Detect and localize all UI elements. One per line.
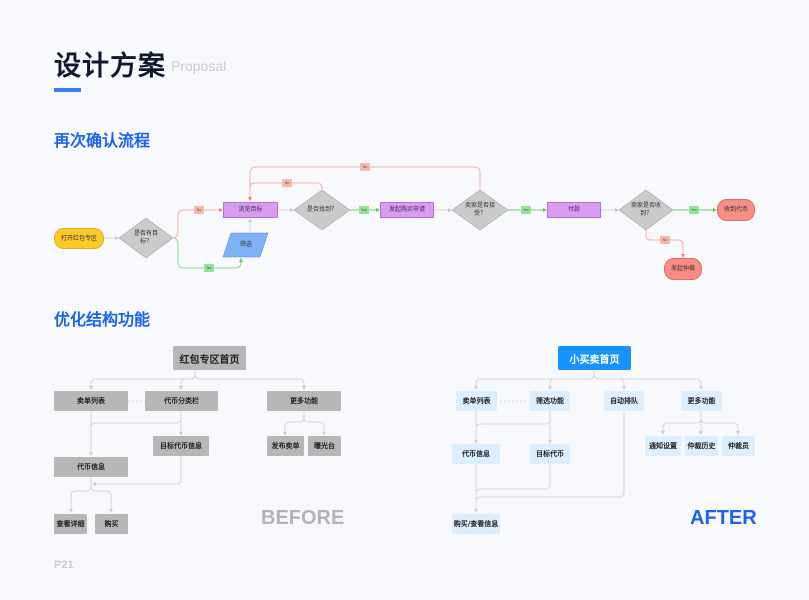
- after-node-filter: 筛选功能: [530, 391, 570, 411]
- flow-decision-seller-received-text: 卖家是否收到？: [628, 201, 664, 219]
- page-subtitle: Proposal: [171, 58, 227, 74]
- decision-seller-accept: [451, 189, 509, 231]
- before-node-token-category: 代币分类栏: [145, 391, 218, 411]
- flow-decision-label: 卖家是否收到？: [631, 202, 662, 217]
- after-root: 小买卖首页: [558, 346, 631, 370]
- flow-decision-has-target-text: 是否有目标？: [126, 229, 166, 247]
- before-node-token-info: 代币信息: [54, 457, 128, 477]
- after-node-buy-view: 购买/查看信息: [452, 514, 500, 534]
- after-node-target-token: 目标代币: [530, 444, 570, 464]
- tree-connector: [700, 417, 740, 435]
- tag-yes: Yes: [204, 264, 214, 272]
- flow-start-label: 打开红包专区: [60, 234, 97, 242]
- flow-decision-found-text: 是否找到？: [302, 202, 342, 218]
- after-node-token-info: 代币信息: [452, 444, 500, 464]
- tree-connector: [90, 485, 113, 513]
- tag-no: No: [282, 179, 292, 187]
- before-root: 红包专区首页: [173, 346, 246, 370]
- flow-pay: 付款: [547, 202, 601, 218]
- tag-yes: Yes: [689, 206, 699, 214]
- decision-seller-received: [618, 189, 674, 231]
- flow-arbitration-label: 发起仲裁: [670, 265, 695, 273]
- decision-found: [293, 189, 351, 231]
- after-node-arbitrator: 仲裁员: [722, 436, 755, 456]
- flow-decision-label: 卖家是否接受？: [465, 202, 496, 217]
- tree-connector: [593, 373, 703, 390]
- tree-connector: [593, 373, 626, 390]
- decision-has-target: [118, 217, 174, 259]
- flow-arbitration: 发起仲裁: [664, 258, 702, 280]
- section-title-structure: 优化结构功能: [54, 310, 151, 329]
- tree-connector: [303, 416, 326, 436]
- tree-connector: [475, 411, 625, 503]
- after-node-auto-queue: 自动排队: [604, 391, 644, 411]
- flow-pay-label: 付款: [567, 206, 580, 214]
- flow-receive-token: 收到代币: [717, 199, 755, 221]
- flow-receive-token-label: 收到代币: [723, 206, 748, 214]
- flow-decision-label: 是否找到？: [306, 206, 337, 214]
- tag-no: No: [660, 236, 670, 244]
- page-title: 设计方案: [54, 51, 166, 82]
- tree-connector: [283, 411, 305, 436]
- tree-connector: [69, 477, 92, 513]
- connector-yes: [172, 237, 243, 269]
- tag-no: No: [360, 163, 370, 171]
- flow-decision-label: 是否有目标？: [134, 230, 159, 245]
- connector-no: [172, 208, 223, 239]
- flow-request: 发起购买申请: [380, 202, 434, 218]
- title-underline: [54, 88, 81, 92]
- after-node-sell-list: 卖单列表: [456, 391, 497, 411]
- before-node-more: 更多功能: [267, 391, 341, 411]
- flow-browse: 浏览目标: [223, 202, 278, 218]
- after-node-notify: 通知设置: [645, 436, 681, 456]
- tag-yes: Yes: [359, 206, 369, 214]
- before-label: BEFORE: [261, 507, 345, 529]
- tag-no: No: [194, 206, 204, 214]
- tree-connector: [179, 373, 196, 390]
- page-number: P21: [54, 559, 74, 571]
- before-node-details: 查看详细: [54, 514, 87, 534]
- tree-connector: [89, 370, 196, 390]
- flow-filter: 筛选: [231, 237, 261, 253]
- tree-connector: [194, 373, 306, 390]
- tag-yes: Yes: [521, 206, 531, 214]
- after-node-arb-history: 仲裁历史: [685, 436, 718, 456]
- before-node-sell-list: 卖单列表: [54, 391, 128, 411]
- after-node-more: 更多功能: [681, 391, 722, 411]
- after-label: AFTER: [690, 507, 757, 529]
- flow-filter-label: 筛选: [239, 241, 252, 249]
- before-node-exposure: 曝光台: [308, 436, 341, 456]
- tree-connector: [475, 411, 551, 430]
- before-node-buy: 购买: [95, 514, 128, 534]
- flow-start: 打开红包专区: [54, 228, 104, 249]
- before-node-target-info: 目标代币信息: [153, 436, 209, 456]
- tree-connector: [661, 411, 702, 435]
- flow-request-label: 发起购买申请: [388, 206, 425, 214]
- flow-browse-label: 浏览目标: [238, 206, 263, 214]
- before-node-publish: 发布卖单: [267, 436, 304, 456]
- tree-connector: [548, 373, 595, 390]
- input-filter-shape: [222, 232, 269, 258]
- section-title-flow: 再次确认流程: [54, 131, 151, 150]
- tree-connector: [475, 465, 551, 495]
- tree-connector: [92, 456, 182, 486]
- tree-connector: [90, 411, 182, 429]
- flow-decision-seller-accept-text: 卖家是否接受？: [462, 201, 498, 219]
